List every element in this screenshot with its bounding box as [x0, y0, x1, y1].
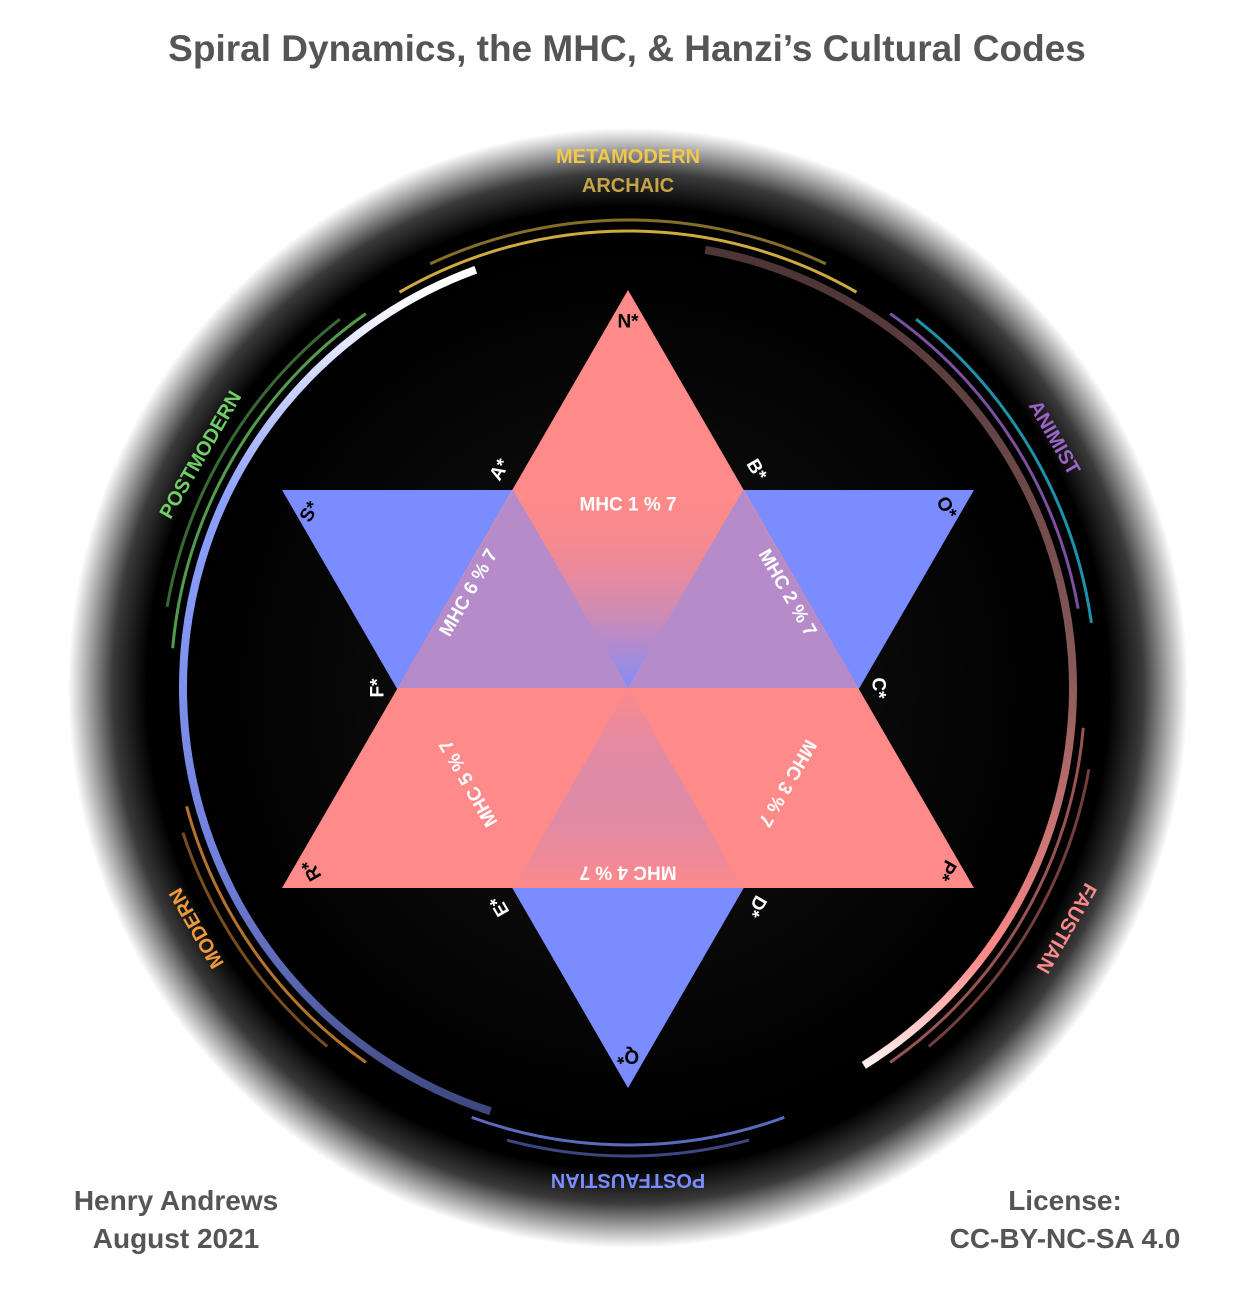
- sector-label-mhc4: MHC 4 % 7: [579, 862, 676, 883]
- mhc-sectors: [398, 490, 858, 888]
- arc-postmodern: [171, 312, 367, 649]
- vertex-label-n: N*: [617, 312, 639, 333]
- arc-postmodern-outer: [165, 318, 341, 607]
- sector-mhc-1: [513, 490, 743, 688]
- sector-mhc-4: [513, 688, 743, 888]
- vertex-label-f: F*: [368, 678, 389, 698]
- ring-label-metamodern: METAMODERN: [556, 146, 700, 168]
- arc-modern: [185, 805, 367, 1064]
- inner-arc-red: [704, 245, 1077, 1069]
- arc-modern-outer: [181, 832, 329, 1048]
- spiral-rings: [165, 218, 1093, 1158]
- license-label: License:: [1008, 1185, 1122, 1216]
- sector-mhc-2: [628, 490, 858, 688]
- vertex-label-c: C*: [868, 677, 889, 699]
- arc-metamodern: [398, 229, 858, 294]
- vertex-label-q: Q*: [616, 1046, 639, 1067]
- sector-mhc-3: [628, 688, 858, 888]
- sector-mhc-6: [398, 490, 628, 688]
- sector-label-mhc1: MHC 1 % 7: [579, 495, 676, 516]
- arc-postfaustian-outer: [506, 1138, 750, 1158]
- arc-animist-purple: [889, 312, 1080, 609]
- author-name: Henry Andrews: [73, 1185, 279, 1216]
- author-credit: Henry Andrews August 2021: [40, 1182, 312, 1258]
- arc-faustian: [889, 727, 1085, 1064]
- ring-label-postfaustian: POSTFAUSTIAN: [551, 1169, 705, 1191]
- sector-mhc-5: [398, 688, 628, 888]
- license-value: CC-BY-NC-SA 4.0: [949, 1223, 1181, 1254]
- arc-archaic: [429, 218, 827, 266]
- arc-postfaustian: [471, 1115, 785, 1147]
- author-date: August 2021: [92, 1223, 260, 1254]
- arc-animist-cyan: [915, 318, 1093, 624]
- page-title: Spiral Dynamics, the MHC, & Hanzi’s Cult…: [168, 28, 1086, 69]
- inner-arc-blue: [178, 266, 492, 1116]
- arc-faustian-outer: [927, 769, 1091, 1048]
- license-credit: License: CC-BY-NC-SA 4.0: [920, 1182, 1210, 1258]
- ring-label-archaic: ARCHAIC: [582, 175, 674, 197]
